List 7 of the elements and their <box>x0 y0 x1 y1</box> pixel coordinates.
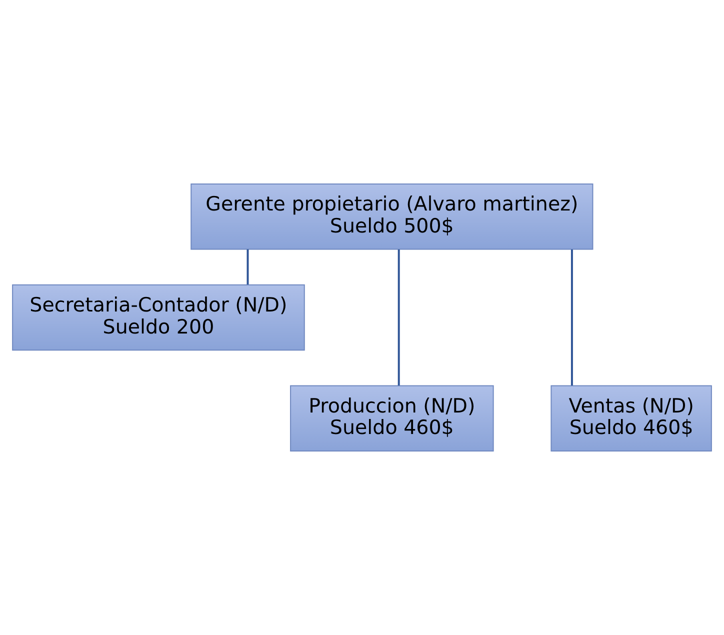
connector <box>246 249 249 285</box>
node-box: Secretaria-Contador (N/D) Sueldo 200 <box>12 284 305 351</box>
node-box: Ventas (N/D) Sueldo 460$ <box>550 385 712 452</box>
node-box: Gerente propietario (Alvaro martinez) Sueldo 500$ <box>190 183 594 250</box>
node-box: Produccion (N/D) Sueldo 460$ <box>290 385 494 452</box>
connector <box>398 249 400 386</box>
connector <box>570 249 573 386</box>
